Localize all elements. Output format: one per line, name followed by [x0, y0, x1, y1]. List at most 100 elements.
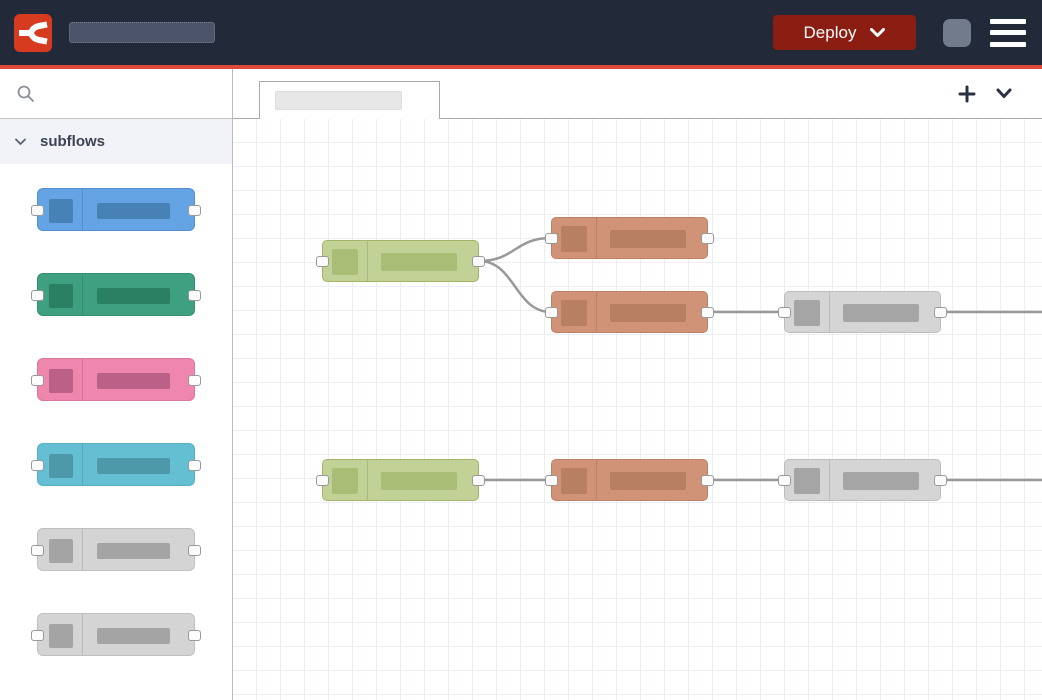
flow-tab-label-placeholder: [275, 91, 402, 110]
node-label-placeholder: [97, 458, 170, 474]
node-icon-placeholder: [794, 300, 820, 326]
user-avatar-button[interactable]: [943, 18, 971, 47]
node-port-left[interactable]: [545, 475, 558, 486]
node-icon-separator: [367, 241, 368, 281]
subflow-pink[interactable]: [31, 358, 201, 401]
node-label-placeholder: [97, 288, 170, 304]
header: Deploy: [0, 0, 1042, 65]
node-red-logo-icon: [14, 13, 52, 52]
chevron-down-icon: [870, 27, 886, 37]
node-label-placeholder: [610, 304, 686, 322]
node-icon-separator: [596, 218, 597, 258]
flow2-output[interactable]: [778, 459, 947, 501]
chevron-down-icon: [15, 138, 26, 146]
node-port-left[interactable]: [31, 545, 44, 556]
plus-icon: [958, 85, 976, 102]
palette-category-subflows[interactable]: subflows: [0, 119, 232, 164]
node-port-left[interactable]: [31, 460, 44, 471]
wire[interactable]: [478, 236, 552, 263]
tab-strip-actions: [956, 69, 1014, 118]
deploy-button[interactable]: Deploy: [773, 15, 916, 50]
hamburger-icon: [990, 30, 1026, 35]
deploy-button-label: Deploy: [803, 22, 857, 42]
node-port-right[interactable]: [472, 475, 485, 486]
node-port-right[interactable]: [701, 307, 714, 318]
node-icon-placeholder: [561, 468, 587, 494]
node-icon-placeholder: [561, 300, 587, 326]
subflow-teal[interactable]: [31, 273, 201, 316]
node-port-left[interactable]: [778, 307, 791, 318]
node-icon-separator: [82, 444, 83, 485]
subflow-blue[interactable]: [31, 188, 201, 231]
node-port-right[interactable]: [701, 475, 714, 486]
node-icon-placeholder: [49, 199, 73, 223]
node-icon-placeholder: [49, 539, 73, 563]
node-icon-separator: [829, 460, 830, 500]
node-port-right[interactable]: [701, 233, 714, 244]
node-icon-placeholder: [49, 369, 73, 393]
palette-sidebar: subflows: [0, 69, 233, 700]
node-port-right[interactable]: [188, 205, 201, 216]
flow1-input[interactable]: [316, 240, 485, 282]
node-red-logo-glyph: [19, 21, 48, 44]
node-icon-separator: [82, 529, 83, 570]
node-label-placeholder: [843, 304, 919, 322]
wires-layer: [478, 236, 1042, 482]
node-icon-placeholder: [794, 468, 820, 494]
node-port-left[interactable]: [316, 256, 329, 267]
node-icon-placeholder: [49, 624, 73, 648]
node-icon-placeholder: [332, 468, 358, 494]
flow-tab[interactable]: [259, 81, 440, 119]
flow2-change[interactable]: [545, 459, 714, 501]
node-port-left[interactable]: [778, 475, 791, 486]
main-menu-button[interactable]: [990, 18, 1026, 48]
palette-search-box[interactable]: [0, 69, 232, 119]
hamburger-icon: [990, 41, 1026, 47]
node-port-left[interactable]: [31, 290, 44, 301]
node-port-left[interactable]: [31, 375, 44, 386]
main-area: subflows: [0, 69, 1042, 700]
node-label-placeholder: [610, 230, 686, 248]
node-icon-separator: [367, 460, 368, 500]
flow2-input[interactable]: [316, 459, 485, 501]
header-accent-line: [0, 65, 1042, 69]
flow1-output[interactable]: [778, 291, 947, 333]
palette-node-list: [0, 164, 232, 698]
flow1-change-top[interactable]: [545, 217, 714, 259]
flow-list-button[interactable]: [994, 86, 1014, 101]
node-port-left[interactable]: [316, 475, 329, 486]
node-port-right[interactable]: [188, 630, 201, 641]
node-port-right[interactable]: [188, 375, 201, 386]
chevron-down-icon: [996, 88, 1012, 98]
node-port-left[interactable]: [545, 233, 558, 244]
search-icon: [17, 85, 34, 102]
node-port-right[interactable]: [188, 290, 201, 301]
node-port-right[interactable]: [934, 475, 947, 486]
subflow-cyan[interactable]: [31, 443, 201, 486]
node-label-placeholder: [97, 628, 170, 644]
node-label-placeholder: [381, 253, 457, 271]
node-port-right[interactable]: [188, 545, 201, 556]
subflow-gray-1[interactable]: [31, 528, 201, 571]
node-port-right[interactable]: [934, 307, 947, 318]
node-icon-placeholder: [561, 226, 587, 252]
node-port-left[interactable]: [31, 205, 44, 216]
header-actions: Deploy: [773, 15, 1026, 50]
node-icon-placeholder: [49, 454, 73, 478]
node-icon-separator: [596, 460, 597, 500]
node-port-right[interactable]: [188, 460, 201, 471]
flow1-change-bottom[interactable]: [545, 291, 714, 333]
node-label-placeholder: [97, 373, 170, 389]
node-port-left[interactable]: [31, 630, 44, 641]
node-port-right[interactable]: [472, 256, 485, 267]
node-port-left[interactable]: [545, 307, 558, 318]
flow-canvas[interactable]: [233, 119, 1042, 700]
subflow-gray-2[interactable]: [31, 613, 201, 656]
node-icon-separator: [829, 292, 830, 332]
wire[interactable]: [478, 259, 552, 314]
node-label-placeholder: [381, 472, 457, 490]
node-icon-placeholder: [49, 284, 73, 308]
palette-category-label: subflows: [40, 133, 106, 150]
add-flow-button[interactable]: [956, 83, 978, 105]
